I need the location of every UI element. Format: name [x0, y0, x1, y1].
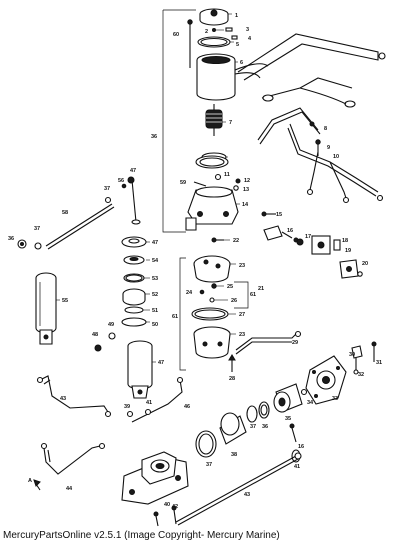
callout-23b: 23	[239, 332, 245, 338]
callout-35: 35	[285, 416, 291, 422]
callout-6: 6	[240, 60, 243, 66]
trim-cylinder-group	[17, 176, 153, 418]
callout-33: 33	[332, 396, 338, 402]
callout-36: 36	[151, 134, 157, 140]
callout-53: 53	[152, 276, 158, 282]
callout-leaders	[56, 13, 240, 363]
callout-28: 28	[229, 376, 235, 382]
callout-41: 41	[294, 464, 300, 470]
callout-37c: 37	[34, 226, 40, 232]
callout-61: 61	[172, 314, 178, 320]
parts-exploded-diagram: 1 2 3 4 5 6 7 8 9 10 11 12 13 14 15 16 1…	[8, 8, 386, 527]
callout-16: 16	[287, 228, 293, 234]
callout-40: 40	[164, 502, 170, 508]
callout-25: 25	[227, 284, 233, 290]
callout-48: 48	[92, 332, 98, 338]
callout-51: 51	[152, 308, 158, 314]
callout-47c: 47	[130, 168, 136, 174]
callout-47: 47	[152, 240, 158, 246]
callout-34: 34	[307, 400, 314, 406]
ram-mount-group	[121, 341, 377, 527]
callout-22: 22	[233, 238, 239, 244]
callout-29: 29	[292, 340, 298, 346]
callout-10: 10	[333, 154, 339, 160]
callout-59: 59	[180, 180, 186, 186]
callout-18: 18	[342, 238, 348, 244]
callout-20: 20	[362, 261, 368, 267]
callout-labels: 1 2 3 4 5 6 7 8 9 10 11 12 13 14 15 16 1…	[8, 13, 382, 510]
callout-47b: 47	[158, 360, 164, 366]
callout-5: 5	[236, 42, 239, 48]
hydraulic-tubes-group	[33, 375, 184, 491]
callout-49: 49	[108, 322, 114, 328]
callout-46: 46	[184, 404, 190, 410]
callout-14: 14	[242, 202, 249, 208]
callout-19: 19	[345, 248, 351, 254]
callout-24: 24	[186, 290, 193, 296]
callout-52: 52	[152, 292, 158, 298]
callout-43: 43	[244, 492, 250, 498]
callout-54: 54	[152, 258, 159, 264]
callout-16b: 16	[298, 444, 304, 450]
callout-41b: 41	[146, 400, 152, 406]
switch-bracket-group	[261, 211, 363, 279]
callout-61b: 61	[250, 292, 256, 298]
callout-32: 32	[358, 372, 364, 378]
callout-A: A	[28, 478, 32, 484]
callout-21: 21	[258, 286, 264, 292]
callout-44: 44	[66, 486, 73, 492]
callout-37d: 37	[104, 186, 110, 192]
callout-55: 55	[62, 298, 68, 304]
callout-26: 26	[231, 298, 237, 304]
callout-3: 3	[246, 27, 249, 33]
callout-37b: 37	[206, 462, 212, 468]
callout-1: 1	[235, 13, 238, 19]
callout-36b: 36	[262, 424, 268, 430]
copyright-caption: MercuryPartsOnline v2.5.1 (Image Copyrig…	[3, 530, 280, 541]
callout-36c: 36	[8, 236, 14, 242]
callout-23: 23	[239, 263, 245, 269]
callout-9: 9	[327, 145, 330, 151]
callout-30: 30	[349, 352, 355, 358]
callout-50: 50	[152, 322, 158, 328]
callout-60: 60	[173, 32, 179, 38]
callout-17: 17	[305, 234, 311, 240]
wiring-harness-group	[237, 33, 386, 204]
pump-motor-assembly	[162, 8, 269, 233]
callout-39: 39	[124, 404, 130, 410]
callout-27: 27	[239, 312, 245, 318]
callout-4: 4	[248, 36, 252, 42]
callout-15: 15	[276, 212, 282, 218]
callout-11: 11	[224, 172, 230, 178]
callout-56: 56	[118, 178, 124, 184]
callout-31: 31	[376, 360, 382, 366]
callout-43b: 43	[60, 396, 66, 402]
callout-8: 8	[324, 126, 327, 132]
callout-37: 37	[250, 424, 256, 430]
callout-2: 2	[205, 29, 208, 35]
callout-12: 12	[244, 178, 250, 184]
callout-58: 58	[62, 210, 68, 216]
callout-13: 13	[243, 187, 249, 193]
valve-body-group	[179, 237, 302, 372]
callout-42: 42	[172, 504, 178, 510]
callout-38: 38	[231, 452, 237, 458]
callout-7: 7	[229, 120, 232, 126]
